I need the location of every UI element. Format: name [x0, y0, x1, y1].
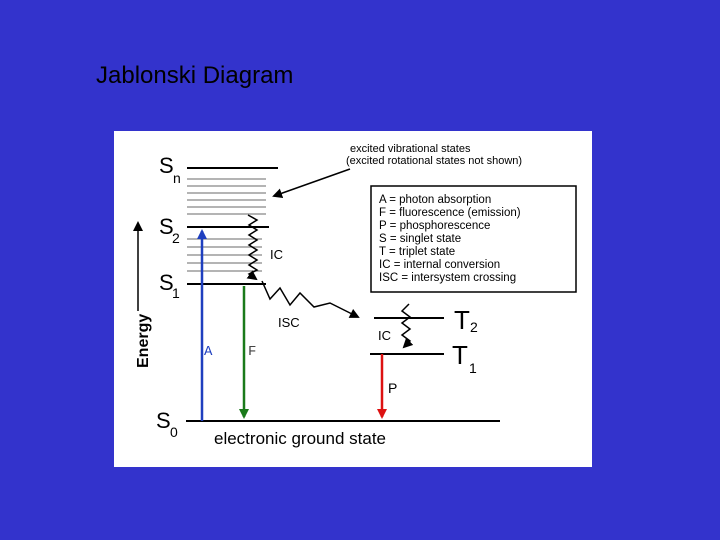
internal-conversion-triplet-squiggle	[400, 303, 414, 349]
svg-text:S: S	[159, 153, 174, 178]
legend-item: P = phosphorescence	[379, 220, 490, 232]
fluorescence-label: F	[248, 344, 256, 360]
diagram-canvas: Energy S n S 2 S 1 S 0 T 2 T 1	[133, 143, 577, 448]
ground-state-label: electronic ground state	[214, 429, 386, 448]
state-label-s2: S 2	[159, 214, 180, 246]
phosphorescence-label: P	[388, 380, 397, 396]
svg-text:2: 2	[172, 230, 180, 246]
svg-text:T: T	[452, 340, 468, 370]
legend-item: T = triplet state	[379, 246, 455, 258]
svg-text:S: S	[156, 408, 171, 433]
vibrational-levels-upper	[187, 178, 266, 215]
slide-title: Jablonski Diagram	[96, 62, 294, 89]
energy-axis-label: Energy	[135, 314, 152, 368]
isc-squiggle	[261, 280, 360, 318]
svg-text:2: 2	[470, 319, 478, 335]
legend: A = photon absorption F = fluorescence (…	[379, 194, 521, 284]
svg-text:0: 0	[170, 424, 178, 440]
legend-item: IC = internal conversion	[379, 259, 500, 271]
state-label-s0: S 0	[156, 408, 178, 440]
svg-text:1: 1	[172, 285, 180, 301]
state-label-sn: S n	[159, 153, 181, 186]
legend-item: A = photon absorption	[379, 194, 491, 206]
ic-label: IC	[270, 247, 283, 262]
legend-item: S = singlet state	[379, 233, 461, 245]
absorption-label: A	[204, 344, 213, 360]
svg-text:T: T	[454, 305, 470, 335]
vibrational-note-line-1: excited vibrational states	[350, 143, 471, 155]
ic-triplet-label: IC	[378, 328, 391, 343]
svg-text:S: S	[159, 214, 174, 239]
vibrational-note-line-2: (excited rotational states not shown)	[346, 155, 522, 167]
svg-text:1: 1	[469, 360, 477, 376]
state-label-s1: S 1	[159, 270, 180, 301]
vibrational-note-pointer	[272, 168, 351, 199]
isc-label: ISC	[278, 315, 300, 330]
vibrational-levels-s2	[187, 238, 262, 272]
internal-conversion-squiggle	[246, 214, 259, 281]
svg-text:S: S	[159, 270, 174, 295]
state-label-t1: T 1	[452, 340, 477, 376]
svg-text:n: n	[173, 170, 181, 186]
legend-item: F = fluorescence (emission)	[379, 207, 521, 219]
legend-box	[370, 185, 577, 293]
legend-item: ISC = intersystem crossing	[379, 272, 516, 284]
state-label-t2: T 2	[454, 305, 478, 335]
jablonski-diagram: Energy S n S 2 S 1 S 0 T 2 T 1	[114, 131, 592, 467]
